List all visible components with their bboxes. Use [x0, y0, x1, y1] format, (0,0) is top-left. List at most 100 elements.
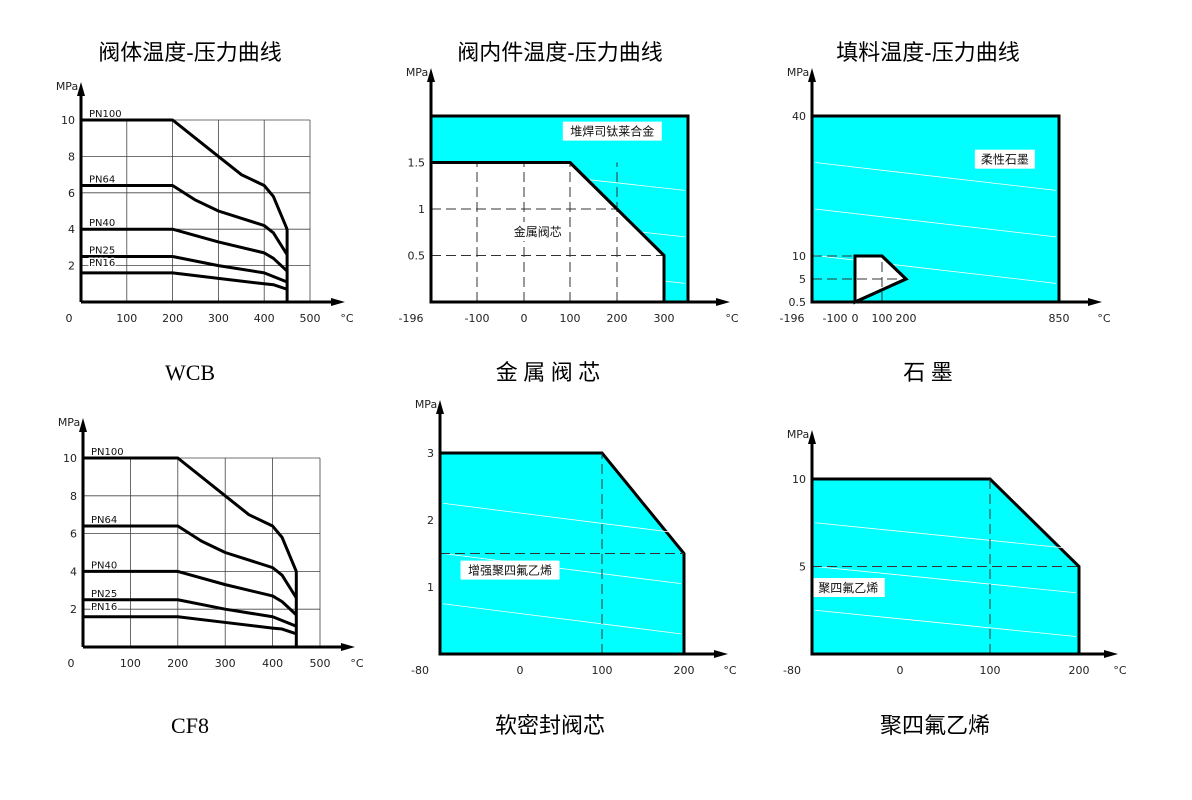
y-tick-label: 10	[63, 452, 77, 465]
region-label: 金属阀芯	[514, 224, 562, 239]
hatch-line	[814, 162, 1057, 191]
hatch-line	[442, 502, 682, 534]
y-axis-unit: MPa	[58, 416, 80, 429]
y-tick-label: 40	[792, 110, 806, 123]
chart-caption: 聚四氟乙烯	[880, 713, 990, 738]
series-label: PN40	[89, 218, 115, 229]
region-label-bg	[562, 121, 662, 141]
region-label: 柔性石墨	[981, 153, 1029, 167]
series-label: PN100	[91, 447, 124, 458]
chart-caption: 软密封阀芯	[495, 713, 605, 738]
hatch-line	[814, 566, 1077, 594]
region-label-bg	[507, 222, 568, 242]
y-axis-unit: MPa	[56, 80, 78, 93]
x-tick-label: 100	[592, 664, 613, 677]
y-tick-label: 0.5	[789, 296, 807, 309]
chart-title: 填料温度-压力曲线	[836, 41, 1019, 66]
region-label: 增强聚四氟乙烯	[468, 564, 552, 578]
chart-caption: 金 属 阀 芯	[496, 360, 601, 385]
x-tick-label: 0	[66, 312, 73, 325]
x-tick-label: 400	[262, 657, 283, 670]
x-tick-label: 300	[215, 657, 236, 670]
y-tick-label: 4	[68, 223, 75, 236]
y-tick-label: 4	[70, 565, 77, 578]
region-fill	[810, 114, 1061, 304]
x-tick-label: 0	[852, 312, 859, 325]
region-label-bg	[460, 560, 560, 580]
y-tick-label: 8	[68, 150, 75, 163]
y-axis-arrow-icon	[77, 82, 85, 96]
x-axis-unit: °C	[1113, 664, 1127, 677]
x-axis-arrow-icon	[1088, 298, 1102, 306]
series-line-pn16	[83, 615, 297, 636]
x-axis-unit: °C	[725, 312, 739, 325]
region-label: 聚四氟乙烯	[818, 581, 878, 595]
x-tick-label: 0	[897, 664, 904, 677]
series-label: PN16	[89, 258, 115, 269]
y-axis-arrow-icon	[427, 68, 435, 82]
x-tick-label: 100	[560, 312, 581, 325]
y-tick-label: 8	[70, 490, 77, 503]
y-axis-unit: MPa	[406, 66, 428, 79]
y-tick-label: 5	[799, 273, 806, 286]
x-tick-label: 500	[310, 657, 331, 670]
x-tick-label: -80	[783, 664, 801, 677]
region-label: 堆焊司钛莱合金	[570, 124, 654, 139]
x-tick-label: -196	[780, 312, 805, 325]
y-tick-label: 1	[427, 581, 434, 594]
x-axis-arrow-icon	[716, 298, 730, 306]
series-label: PN16	[91, 602, 117, 613]
y-tick-label: 5	[799, 561, 806, 574]
x-tick-label: 0	[521, 312, 528, 325]
y-axis-arrow-icon	[79, 418, 87, 432]
x-axis-arrow-icon	[1104, 650, 1118, 658]
y-axis-unit: MPa	[787, 428, 809, 441]
x-tick-label: 500	[300, 312, 321, 325]
x-tick-label: 200	[674, 664, 695, 677]
series-label: PN25	[91, 589, 117, 600]
series-line-pn100	[81, 118, 289, 230]
series-label: PN64	[89, 175, 115, 186]
series-line-pn64	[81, 184, 289, 256]
x-tick-label: 100	[980, 664, 1001, 677]
chart-title: 阀体温度-压力曲线	[98, 41, 281, 66]
series-line-pn25	[83, 598, 297, 628]
x-tick-label: -100	[823, 312, 848, 325]
x-tick-label: 0	[517, 664, 524, 677]
x-tick-label: 100	[116, 312, 137, 325]
chart-caption: WCB	[165, 360, 215, 385]
series-line-pn100	[83, 456, 298, 572]
x-tick-label: 200	[162, 312, 183, 325]
y-tick-label: 2	[70, 603, 77, 616]
y-tick-label: 1.5	[408, 157, 426, 170]
hatch-line	[814, 208, 1057, 238]
region-label-bg	[811, 578, 885, 597]
y-axis-unit: MPa	[787, 66, 809, 79]
x-axis-arrow-icon	[714, 650, 728, 658]
region-outline	[853, 254, 909, 305]
x-axis-arrow-icon	[331, 298, 345, 306]
x-tick-label: 300	[654, 312, 675, 325]
x-tick-label: 200	[896, 312, 917, 325]
y-tick-label: 10	[792, 250, 806, 263]
x-tick-label: -196	[399, 312, 424, 325]
y-tick-label: 10	[792, 473, 806, 486]
x-tick-label: 200	[1069, 664, 1090, 677]
chart-caption: CF8	[171, 713, 209, 738]
x-axis-unit: °C	[350, 657, 364, 670]
y-axis-arrow-icon	[436, 400, 444, 414]
x-tick-label: 300	[208, 312, 229, 325]
y-axis-arrow-icon	[808, 430, 816, 444]
series-label: PN64	[91, 515, 117, 526]
x-tick-label: 100	[120, 657, 141, 670]
series-line-pn16	[81, 271, 288, 291]
y-tick-label: 10	[61, 114, 75, 127]
y-axis-arrow-icon	[808, 68, 816, 82]
